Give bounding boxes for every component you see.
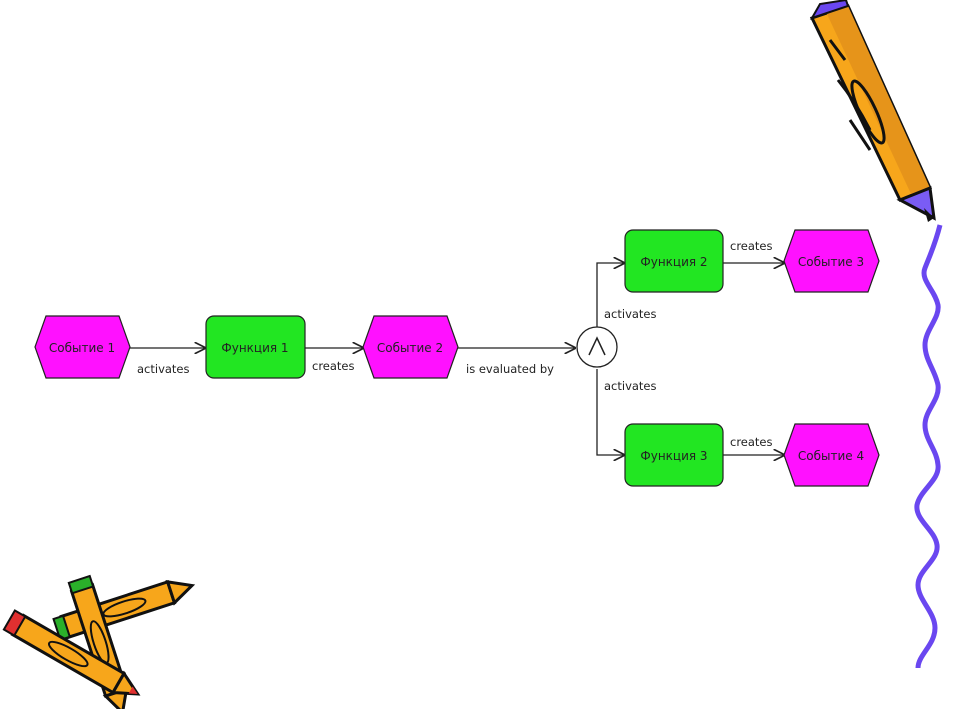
event-node-1-label: Событие 1	[49, 341, 115, 355]
function-node-3-label: Функция 3	[640, 449, 707, 463]
function-node-2-label: Функция 2	[640, 255, 707, 269]
pencil-clipart-top-right	[809, 0, 936, 222]
edges	[129, 263, 784, 455]
event-node-4-label: Событие 4	[798, 449, 864, 463]
event-node-2-label: Событие 2	[377, 341, 443, 355]
pencils-clipart-bottom-left	[2, 574, 196, 709]
edge-label-e7: creates	[730, 435, 773, 449]
event-node-3-label: Событие 3	[798, 255, 864, 269]
and-symbol-icon	[588, 336, 606, 356]
function-node-2[interactable]: Функция 2	[624, 229, 724, 293]
edge-label-e3: is evaluated by	[466, 362, 554, 376]
edge-label-e6: creates	[730, 239, 773, 253]
edge-label-e1: activates	[137, 362, 190, 376]
wavy-border-line	[914, 224, 943, 669]
event-node-4[interactable]: Событие 4	[783, 423, 880, 487]
and-connector[interactable]	[576, 326, 618, 368]
edge-connector-func2	[596, 263, 624, 327]
function-node-1-label: Функция 1	[221, 341, 288, 355]
event-node-3[interactable]: Событие 3	[783, 229, 880, 293]
edge-label-e2: creates	[312, 359, 355, 373]
event-node-2[interactable]: Событие 2	[362, 315, 459, 379]
edge-label-e4: activates	[604, 307, 657, 321]
function-node-3[interactable]: Функция 3	[624, 423, 724, 487]
edge-label-e5: activates	[604, 379, 657, 393]
event-node-1[interactable]: Событие 1	[34, 315, 131, 379]
edge-connector-func3	[596, 369, 624, 455]
function-node-1[interactable]: Функция 1	[205, 315, 306, 379]
